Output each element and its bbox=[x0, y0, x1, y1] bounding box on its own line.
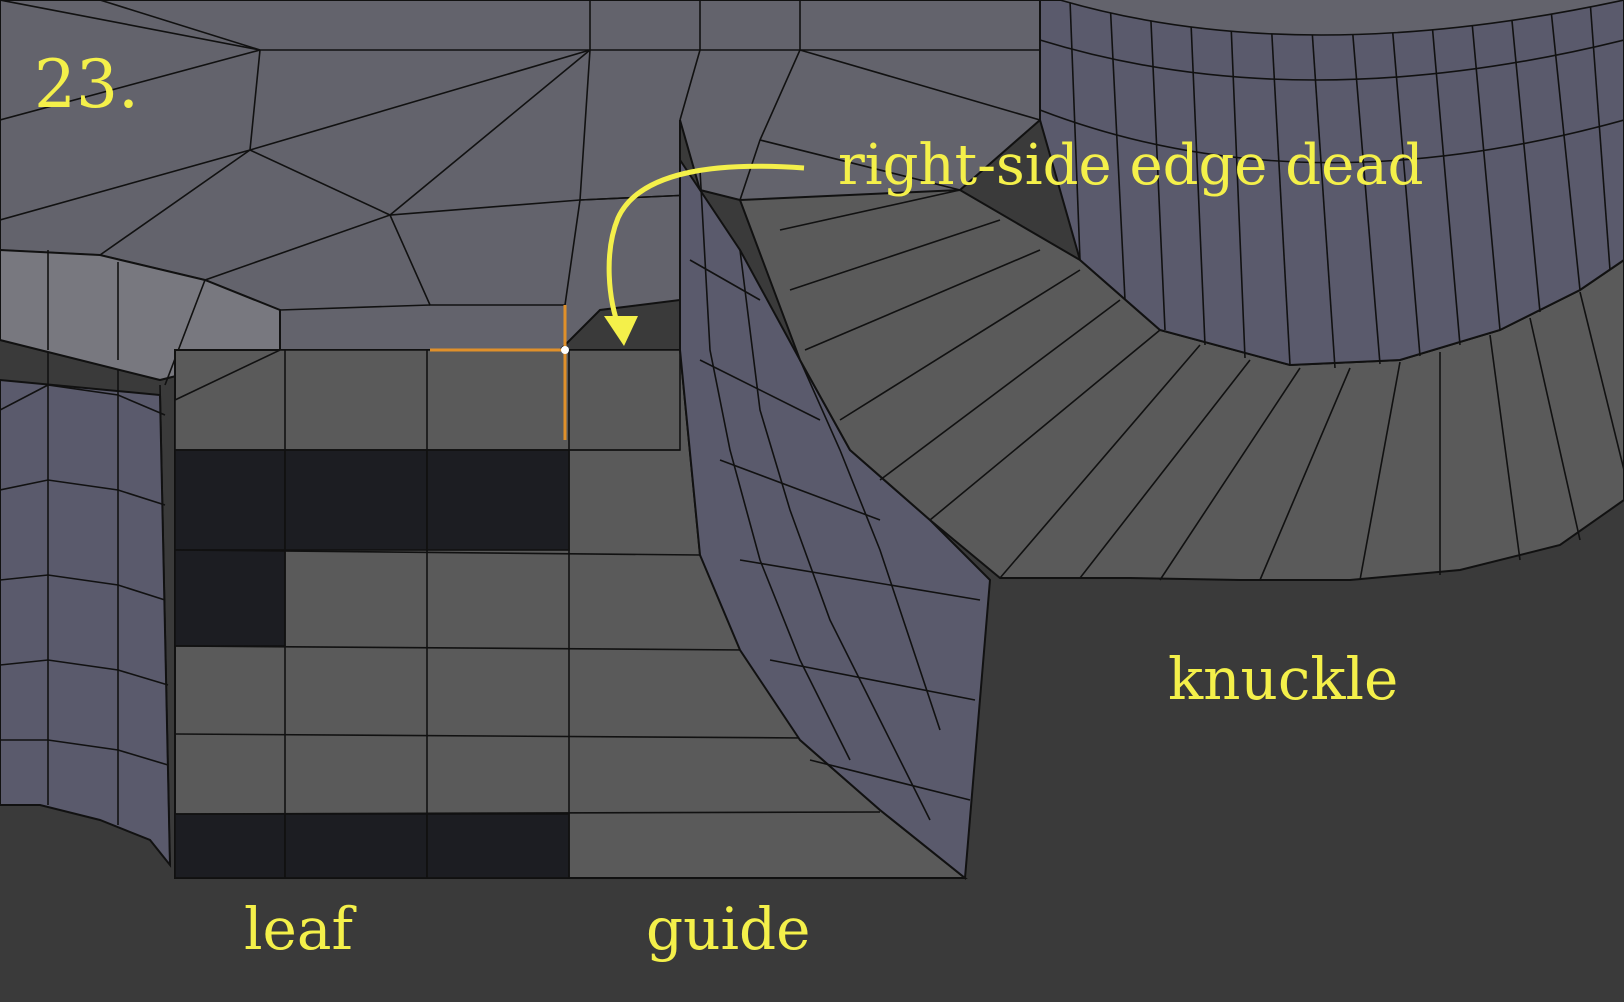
step-number: 23. bbox=[34, 46, 139, 123]
guide-label: guide bbox=[646, 895, 811, 963]
guide-wall-grid bbox=[689, 169, 981, 821]
knuckle-ring-spokes bbox=[779, 189, 1624, 581]
leaf-label: leaf bbox=[244, 895, 353, 963]
left-rim-lines bbox=[47, 250, 206, 386]
knuckle-cylinder-top-rim bbox=[1059, 0, 1624, 36]
left-wall bbox=[0, 378, 172, 868]
left-wall-grid bbox=[0, 350, 171, 866]
callout-label: right-side edge dead bbox=[838, 133, 1424, 198]
highlighted-edge bbox=[430, 305, 567, 440]
callout-arrow bbox=[606, 163, 805, 331]
selected-vertex bbox=[561, 346, 569, 354]
floor-grid-lines bbox=[174, 350, 965, 879]
knuckle-label: knuckle bbox=[1168, 645, 1399, 713]
left-wall-rim bbox=[0, 248, 281, 382]
knuckle-cylinder-grid bbox=[1039, 0, 1624, 369]
callout-arrowhead bbox=[604, 316, 638, 346]
